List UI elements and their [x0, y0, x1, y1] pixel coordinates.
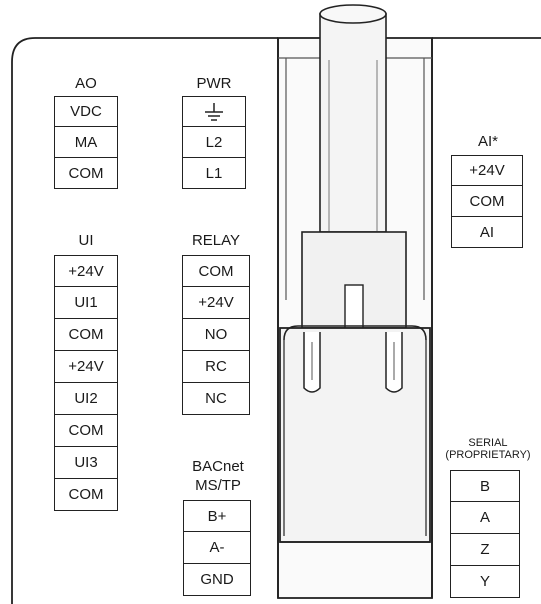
- ui-terminal-7: UI3: [54, 447, 118, 479]
- bacnet-terminal-1: B+: [183, 500, 251, 532]
- ai-terminal-block: +24V COM AI: [451, 155, 523, 248]
- serial-label-line1: SERIAL: [468, 437, 508, 449]
- ai-terminal-3: AI: [451, 217, 523, 248]
- ui-terminal-2: UI1: [54, 287, 118, 319]
- plug-body: [301, 231, 407, 329]
- bacnet-terminal-block: B+ A- GND: [183, 500, 251, 596]
- bacnet-label-line1: BACnet: [192, 458, 244, 475]
- relay-terminal-2: +24V: [182, 287, 250, 319]
- serial-label-line2: (PROPRIETARY): [445, 449, 531, 461]
- ground-icon: [205, 102, 223, 121]
- bacnet-terminal-3: GND: [183, 564, 251, 596]
- relay-terminal-1: COM: [182, 255, 250, 287]
- ui-terminal-3: COM: [54, 319, 118, 351]
- ao-terminal-1: VDC: [54, 96, 118, 127]
- ui-terminal-4: +24V: [54, 351, 118, 383]
- bacnet-label-line2: MS/TP: [195, 477, 241, 494]
- probe-cylinder: [319, 4, 387, 233]
- relay-terminal-5: NC: [182, 383, 250, 415]
- serial-terminal-2: A: [450, 502, 520, 534]
- pwr-terminal-3: L1: [182, 158, 246, 189]
- ai-label: AI*: [477, 133, 498, 150]
- ao-terminal-block: VDC MA COM: [54, 96, 118, 189]
- pwr-terminal-block: L2 L1: [182, 96, 246, 189]
- pwr-terminal-ground: [182, 96, 246, 127]
- ui-label: UI: [78, 232, 94, 249]
- board-edge-left: [11, 37, 278, 604]
- rj-jack: [279, 325, 431, 543]
- relay-terminal-block: COM +24V NO RC NC: [182, 255, 250, 415]
- ui-terminal-1: +24V: [54, 255, 118, 287]
- ai-terminal-1: +24V: [451, 155, 523, 186]
- pwr-terminal-2: L2: [182, 127, 246, 158]
- ui-terminal-5: UI2: [54, 383, 118, 415]
- ao-terminal-3: COM: [54, 158, 118, 189]
- relay-terminal-3: NO: [182, 319, 250, 351]
- serial-terminal-4: Y: [450, 566, 520, 598]
- ui-terminal-block: +24V UI1 COM +24V UI2 COM UI3 COM: [54, 255, 118, 511]
- serial-terminal-block: B A Z Y: [450, 470, 520, 598]
- ui-terminal-8: COM: [54, 479, 118, 511]
- serial-terminal-1: B: [450, 470, 520, 502]
- bacnet-terminal-2: A-: [183, 532, 251, 564]
- ao-terminal-2: MA: [54, 127, 118, 158]
- ai-terminal-2: COM: [451, 186, 523, 217]
- ao-label: AO: [75, 75, 97, 92]
- relay-terminal-4: RC: [182, 351, 250, 383]
- pwr-label: PWR: [196, 75, 232, 92]
- serial-terminal-3: Z: [450, 534, 520, 566]
- ui-terminal-6: COM: [54, 415, 118, 447]
- relay-label: RELAY: [191, 232, 241, 249]
